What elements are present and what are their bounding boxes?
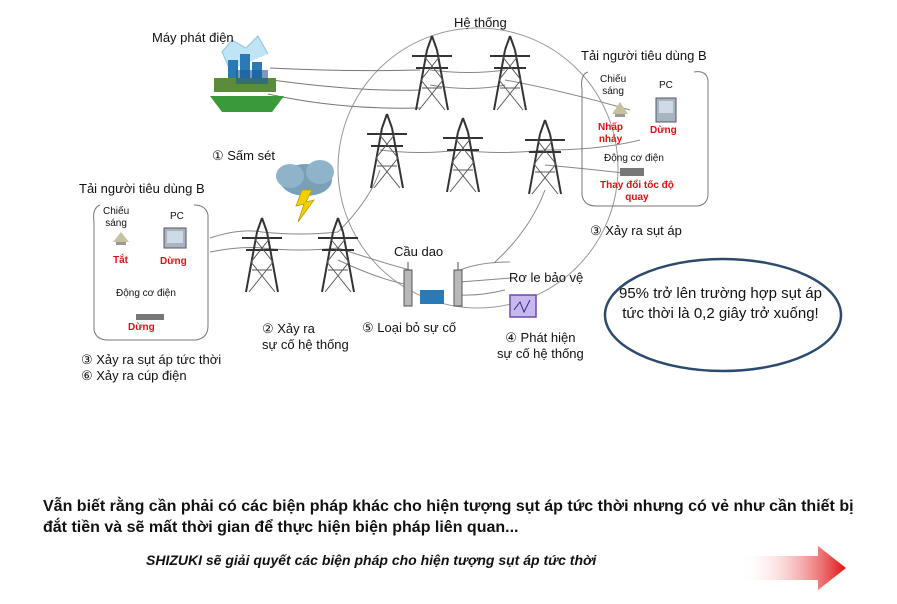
arrow-right-icon xyxy=(740,546,846,590)
power-plant-icon xyxy=(210,35,284,112)
motor-icon xyxy=(136,314,164,320)
tower-icon xyxy=(411,35,453,111)
generator-wires xyxy=(267,67,421,109)
right-load-box xyxy=(581,71,709,207)
tower-icon xyxy=(442,117,484,193)
step2-label: ② Xảy ra sự cố hệ thống xyxy=(262,321,349,352)
tower-icon xyxy=(489,35,531,111)
left-pc-label: PC xyxy=(170,211,184,222)
breaker-label: Cầu dao xyxy=(394,244,444,259)
lamp-icon xyxy=(612,102,628,117)
right-pc-label: PC xyxy=(659,80,673,91)
pc-icon xyxy=(655,97,677,123)
tower-icon xyxy=(241,217,283,293)
system-circle xyxy=(337,27,619,309)
left-lighting-label: Chiếu sáng xyxy=(103,206,130,229)
generator-label: Máy phát điện xyxy=(152,30,234,45)
right-flicker-label: Nhấp nháy xyxy=(598,122,623,145)
tower-icon xyxy=(524,119,566,195)
left-motor-label: Động cơ điện xyxy=(116,288,176,299)
load-b-left-label: Tải người tiêu dùng B xyxy=(79,181,205,196)
bottom-italic-text: SHIZUKI sẽ giải quyết các biện pháp cho … xyxy=(146,552,597,568)
right-stop-label: Dừng xyxy=(650,125,677,136)
right-lighting-label: Chiếu sáng xyxy=(600,74,627,97)
left-stop-motor-label: Dừng xyxy=(128,322,155,333)
bottom-main-text: Vẫn biết rằng cần phải có các biện pháp … xyxy=(43,498,854,536)
relay-icon xyxy=(509,294,537,318)
left-stop-pc-label: Dừng xyxy=(160,256,187,267)
motor-icon xyxy=(620,168,644,176)
breaker-icon xyxy=(403,262,463,307)
left-load-box xyxy=(93,204,209,341)
step3-right-label: ③ Xảy ra sụt áp xyxy=(590,223,682,238)
lamp-icon xyxy=(113,232,129,245)
lightning-cloud-icon xyxy=(276,160,334,223)
step5-label: ⑤ Loại bỏ sự cố xyxy=(362,320,457,335)
step6-label: ⑥ Xảy ra cúp điện xyxy=(81,368,187,383)
lightning-label: ① Sấm sét xyxy=(212,148,275,163)
load-b-right-label: Tải người tiêu dùng B xyxy=(581,48,707,63)
step3-left-label: ③ Xảy ra sụt áp tức thời xyxy=(81,352,222,367)
right-speed-label: Thay đổi tốc độ quay xyxy=(600,180,674,203)
relay-label: Rơ le bảo vệ xyxy=(509,270,584,285)
system-label: Hệ thống xyxy=(454,15,507,30)
step4-label: ④ Phát hiện sự cố hệ thống xyxy=(497,330,584,361)
left-off-label: Tắt xyxy=(113,255,128,266)
right-motor-label: Động cơ điện xyxy=(604,153,664,164)
ellipse-note-text: 95% trở lên trường hợp sụt áp tức thời l… xyxy=(619,285,822,322)
pc-icon xyxy=(163,227,187,249)
note-ellipse xyxy=(603,257,843,373)
